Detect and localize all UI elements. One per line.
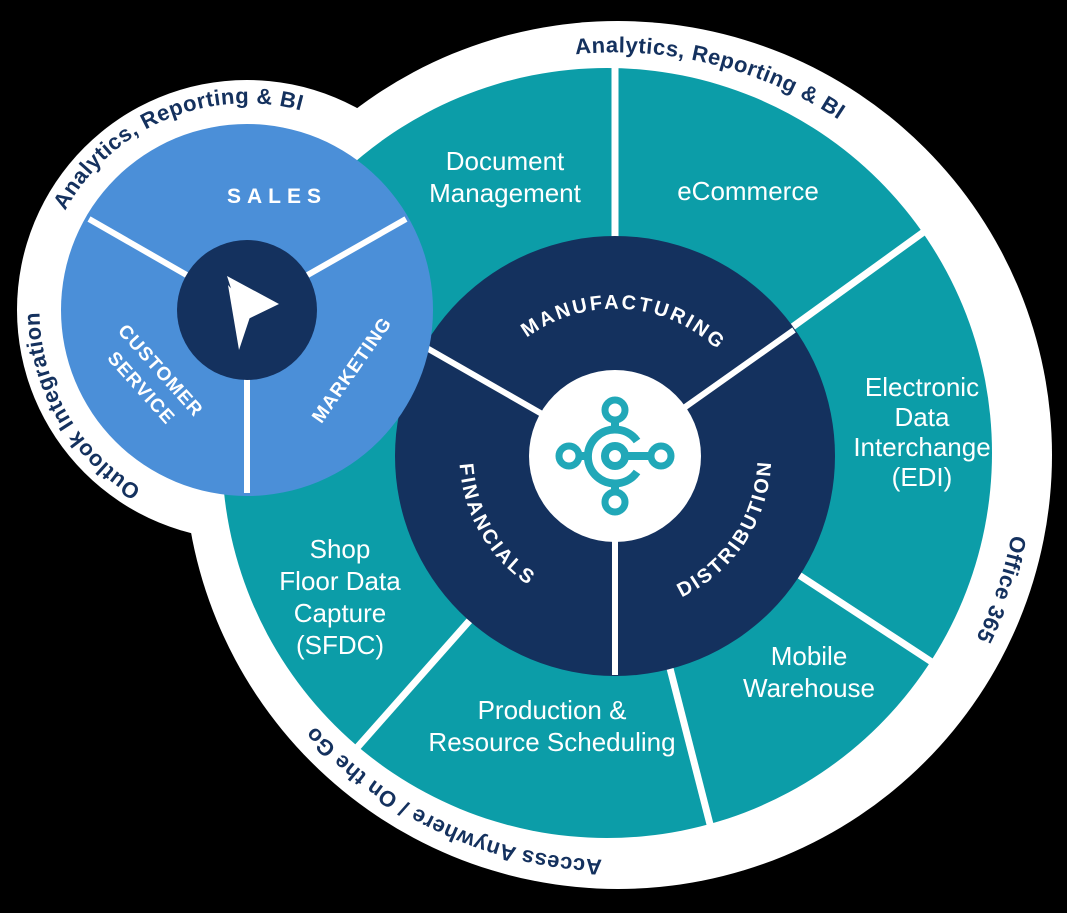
divider-ecommerce-edi xyxy=(770,223,935,344)
segment-label-production: Production & Resource Scheduling xyxy=(428,695,675,757)
segment-label-line: (SFDC) xyxy=(296,630,384,660)
label-sales: SALES xyxy=(227,185,327,208)
hub-node-bottom xyxy=(601,488,629,516)
segment-label-line: Electronic xyxy=(865,372,979,402)
segment-label-line: Production & xyxy=(478,695,627,725)
hub-node-left xyxy=(555,442,583,470)
divider-financials-manufacturing xyxy=(423,344,565,429)
segment-label-line: Mobile xyxy=(771,641,848,671)
dynamics-365-logo xyxy=(227,276,279,350)
segment-label-line: Resource Scheduling xyxy=(428,727,675,757)
divider-customer-service-sales xyxy=(87,216,206,288)
segment-label-line: Capture xyxy=(294,598,387,628)
small-wheel: SALES MARKETING CUSTOMER SERVICE Analyti… xyxy=(19,83,433,505)
small-wheel-dividers xyxy=(87,216,408,493)
hub-center-node xyxy=(601,442,629,470)
divider-mobile-production xyxy=(660,644,717,837)
segment-label-line: eCommerce xyxy=(677,176,819,206)
divider-edi-mobile xyxy=(777,559,946,673)
dynamics-logo-bottom-shape xyxy=(228,285,252,350)
segment-label-line: (EDI) xyxy=(892,462,953,492)
divider-sales-marketing xyxy=(288,216,408,288)
teal-segment-labels: Document Management eCommerce Electronic… xyxy=(279,146,990,757)
divider-production-sfdc xyxy=(352,599,489,753)
segment-label-line: Interchange xyxy=(853,432,990,462)
hub-node-right xyxy=(647,442,675,470)
segment-label-line: Data xyxy=(895,402,950,432)
segment-label-line: Floor Data xyxy=(279,566,401,596)
segment-label-ecommerce: eCommerce xyxy=(677,176,819,206)
segment-label-line: Warehouse xyxy=(743,673,875,703)
segment-label-line: Management xyxy=(429,178,582,208)
segment-label-sfdc: Shop Floor Data Capture (SFDC) xyxy=(279,534,401,660)
segment-label-line: Shop xyxy=(310,534,371,564)
segment-label-edi: Electronic Data Interchange (EDI) xyxy=(853,372,990,492)
segment-label-mobile-warehouse: Mobile Warehouse xyxy=(743,641,875,703)
divider-manufacturing-distribution xyxy=(662,327,796,425)
navy-ring-dividers xyxy=(423,327,796,675)
segment-label-document-management: Document Management xyxy=(429,146,582,208)
hub-arc xyxy=(583,425,641,488)
segment-label-line: Document xyxy=(446,146,565,176)
integration-hub-icon xyxy=(555,396,675,516)
hub-node-top xyxy=(601,396,629,424)
